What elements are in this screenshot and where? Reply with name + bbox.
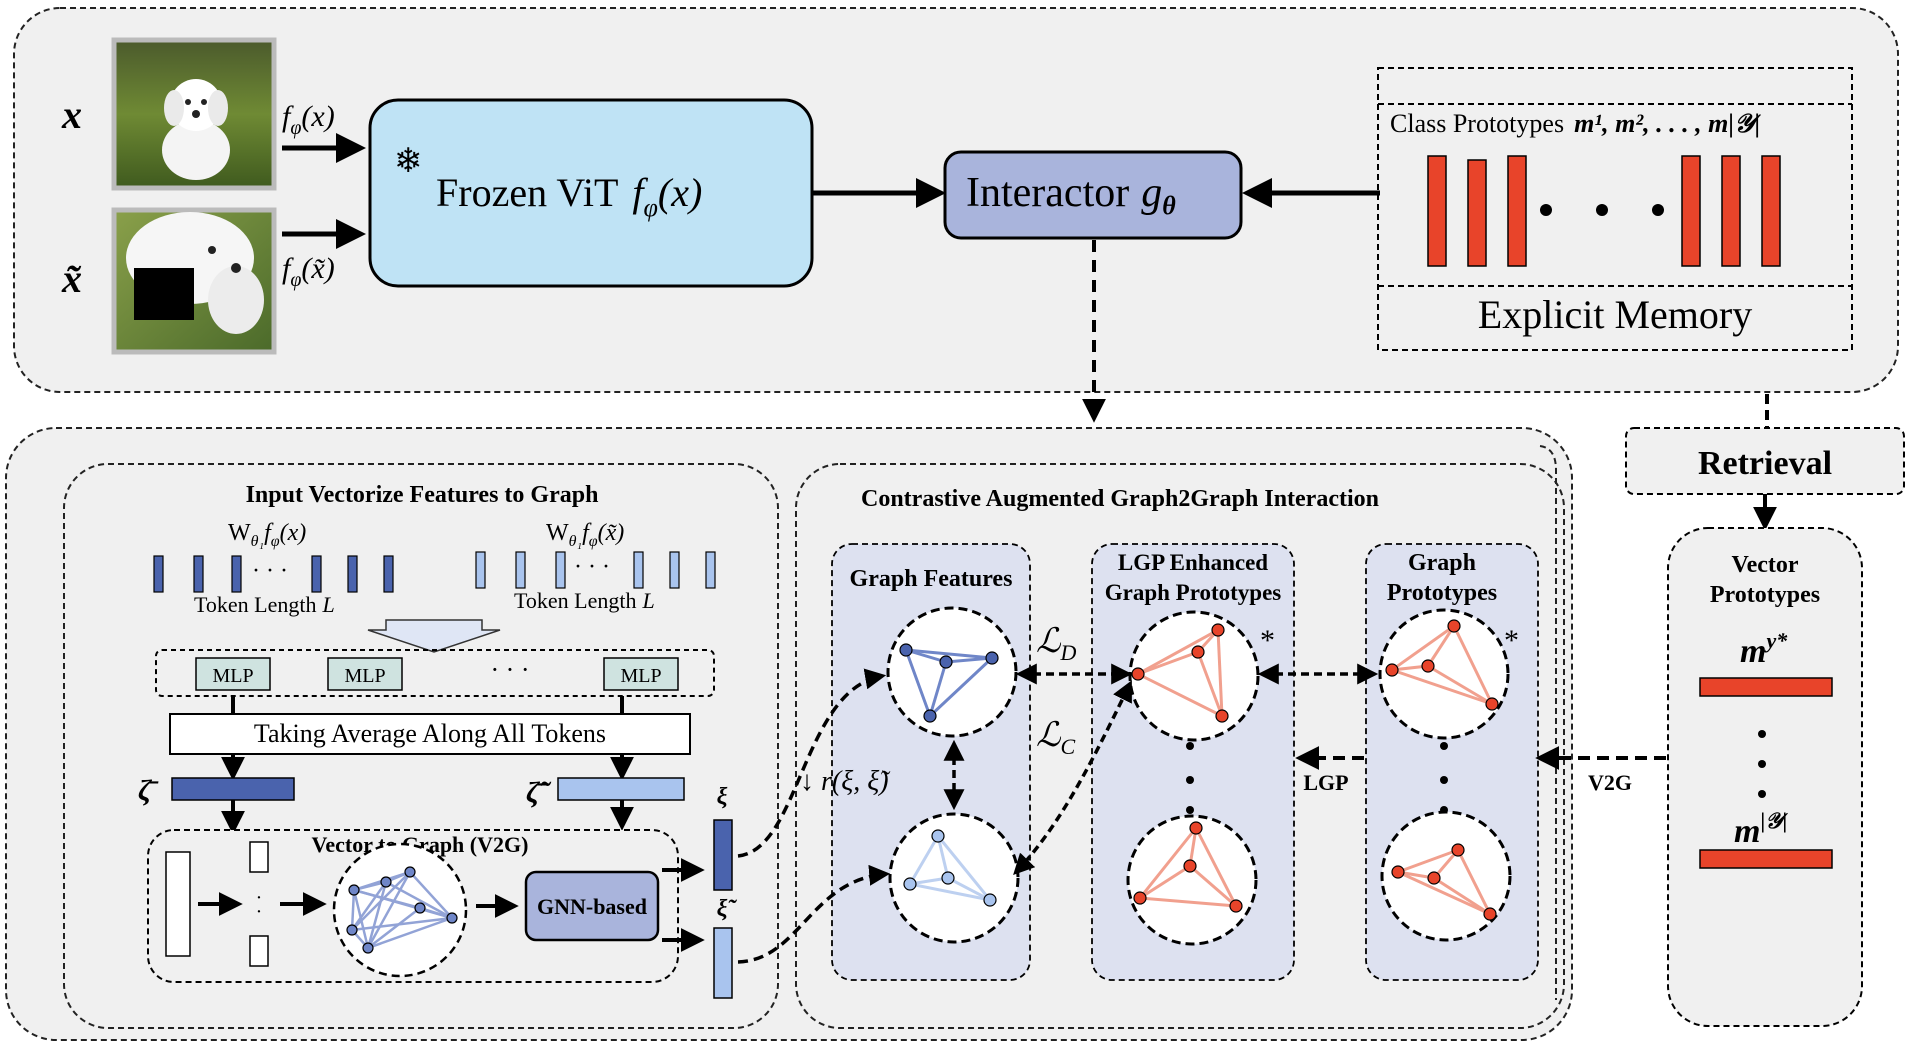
v2g-arrow-label: V2G xyxy=(1588,770,1632,795)
average-tokens-label: Taking Average Along All Tokens xyxy=(254,719,606,748)
xi-label: ξ xyxy=(717,784,728,810)
svg-text:·: · xyxy=(256,901,263,923)
graph-prototypes-title-1: Graph xyxy=(1408,550,1476,576)
mlp-block-3: MLP xyxy=(603,657,679,691)
loss-d-label: ℒD xyxy=(1036,623,1077,665)
mlp-row xyxy=(155,649,715,697)
memory-ellipsis xyxy=(1540,204,1664,216)
graph-features-title: Graph Features xyxy=(850,566,1013,592)
dense-graph xyxy=(332,842,468,978)
svg-text:MLP: MLP xyxy=(620,665,661,687)
vector-prototype-bar-bottom xyxy=(1699,849,1833,869)
retrieval-label: Retrieval xyxy=(1698,445,1832,482)
input-vectorize-title: Input Vectorize Features to Graph xyxy=(246,482,599,508)
xi-vector xyxy=(713,819,733,891)
graph-prototype-bottom xyxy=(1380,810,1512,942)
svg-text:MLP: MLP xyxy=(344,665,385,687)
m-y-full-label: m|𝒴| xyxy=(1734,808,1788,850)
lgp-graph-bottom xyxy=(1126,814,1258,946)
lgp-enhanced-title-2: Graph Prototypes xyxy=(1105,580,1282,605)
graph-feature-light xyxy=(888,812,1020,944)
w-feature-label-x-tilde: Wθ₁fφ(x̃) xyxy=(546,520,624,550)
token-ellipsis-dark: · · · xyxy=(252,558,288,584)
w-feature-label-x: Wθ₁fφ(x) xyxy=(228,520,306,550)
dog-image xyxy=(111,37,277,191)
svg-text:MLP: MLP xyxy=(212,665,253,687)
gnn-label: GNN-based xyxy=(537,894,647,919)
input-x-tilde-label: x̃ xyxy=(61,256,82,301)
vector-proto-ellipsis xyxy=(1758,730,1766,798)
mlp-block-1: MLP xyxy=(195,657,271,691)
augmented-dog-image xyxy=(111,207,277,355)
vector-prototypes-title-2: Prototypes xyxy=(1710,582,1820,608)
token-features-dark xyxy=(153,555,394,593)
token-features-light xyxy=(475,551,716,589)
lgp-vertical-ellipsis xyxy=(1186,742,1194,814)
star-marker-proto: * xyxy=(1504,624,1519,657)
correlation-label: ↓ r(ξ, ξ̃) xyxy=(800,766,891,797)
zeta-tilde-vector xyxy=(557,777,685,801)
input-x-label: x xyxy=(61,92,82,137)
token-ellipsis-light: · · · xyxy=(574,554,610,580)
lgp-enhanced-title-1: LGP Enhanced xyxy=(1118,550,1268,575)
xi-tilde-vector xyxy=(713,927,733,999)
vector-prototype-bar-top xyxy=(1699,677,1833,697)
v2g-split-bottom xyxy=(249,935,269,967)
feature-x-label: fφ(x) xyxy=(282,100,335,139)
interactor-block xyxy=(943,150,1243,240)
hollow-down-arrow xyxy=(367,619,501,653)
memory-prototype-bars xyxy=(1427,155,1781,267)
gnn-block xyxy=(524,870,660,942)
lgp-graph-top xyxy=(1128,610,1260,742)
average-tokens-box xyxy=(169,713,691,755)
lgp-arrow-label: LGP xyxy=(1303,770,1348,795)
graph-prototype-top xyxy=(1378,608,1510,740)
svg-text:·: · xyxy=(256,887,263,909)
star-marker-lgp: * xyxy=(1260,624,1275,657)
explicit-memory-box xyxy=(1377,67,1853,351)
snowflake-icon: ❄ xyxy=(394,143,423,180)
graph-feature-dark xyxy=(886,606,1018,738)
mlp-block-2: MLP xyxy=(327,657,403,691)
m-y-star-label: my* xyxy=(1740,628,1788,670)
v2g-input-vector xyxy=(165,851,191,957)
zeta-vector xyxy=(171,777,295,801)
contrastive-interaction-title: Contrastive Augmented Graph2Graph Intera… xyxy=(861,486,1379,512)
explicit-memory-label: Explicit Memory xyxy=(1478,292,1752,337)
v2g-split-top xyxy=(249,841,269,873)
mlp-ellipsis: · · · xyxy=(491,655,530,684)
vector-prototypes-title-1: Vector xyxy=(1731,552,1798,578)
retrieval-box xyxy=(1625,427,1905,495)
occlusion-mask xyxy=(134,268,194,320)
graph-prototypes-title-2: Prototypes xyxy=(1387,580,1497,606)
vector-prototypes-panel xyxy=(1667,527,1863,1027)
loss-c-label: ℒC xyxy=(1036,717,1076,759)
